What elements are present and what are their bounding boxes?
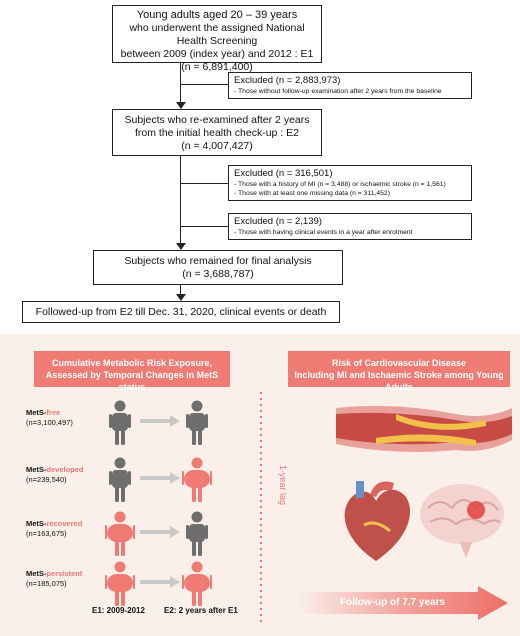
- arrow-icon: [176, 243, 186, 250]
- exclusion-box-3: Excluded (n = 2,139) - Those with having…: [228, 213, 472, 240]
- box1-line3: between 2009 (index year) and 2012 : E1: [120, 48, 314, 60]
- person-icon-e2: [182, 400, 212, 451]
- person-icon-e2: [181, 457, 213, 508]
- person-icon-e1: [104, 511, 136, 562]
- dotted-divider: [260, 392, 262, 622]
- brain-icon: [420, 484, 504, 558]
- flow-branch-1: [180, 84, 228, 85]
- box3-line2: (n = 3,688,787): [182, 268, 254, 280]
- left-banner-line2: Assessed by Temporal Changes in MetS sta…: [45, 370, 219, 392]
- flow-box-followup: Followed-up from E2 till Dec. 31, 2020, …: [22, 301, 340, 323]
- excl2-title: Excluded (n = 316,501): [234, 168, 333, 179]
- excl1-item: - Those without follow-up examination af…: [234, 88, 442, 95]
- gray-arrow-icon: [140, 575, 180, 593]
- group-label-developed: MetS-developed(n=239,540): [26, 465, 84, 484]
- right-banner-line2: Including MI and Ischaemic Stroke among …: [294, 370, 504, 392]
- person-icon-e1: [104, 561, 136, 612]
- box4-line1: Followed-up from E2 till Dec. 31, 2020, …: [35, 306, 327, 318]
- person-icon-e1: [105, 457, 135, 508]
- e1-label: E1: 2009-2012: [92, 606, 145, 615]
- left-banner: Cumulative Metabolic Risk Exposure, Asse…: [34, 351, 230, 392]
- flow-box-final: Subjects who remained for final analysis…: [93, 250, 343, 285]
- person-icon-e2: [182, 511, 212, 562]
- artery-illustration: [336, 406, 512, 452]
- box3-line1: Subjects who remained for final analysis: [124, 255, 312, 267]
- flow-connector-3: [180, 285, 181, 299]
- group-label-persistent: MetS-persistent(n=185,075): [26, 569, 83, 588]
- gray-arrow-icon: [140, 414, 180, 432]
- box2-line1: Subjects who re-examined after 2 years: [124, 114, 310, 126]
- excl2-item-2: - Those with at least one missing data (…: [234, 190, 390, 197]
- excl3-item: - Those with having clinical events in a…: [234, 229, 413, 236]
- gray-arrow-icon: [140, 471, 180, 489]
- flow-connector-2: [180, 156, 181, 248]
- right-banner-line1: Risk of Cardiovascular Disease: [331, 358, 467, 368]
- flow-branch-2: [180, 183, 228, 184]
- flow-branch-3: [180, 226, 228, 227]
- heart-icon: [344, 481, 411, 561]
- flow-box-screening: Young adults aged 20 – 39 years who unde…: [112, 5, 322, 73]
- group-label-recovered: MetS-recovered(n=163,675): [26, 519, 83, 538]
- excl2-item-1: - Those with a history of MI (n = 3,488)…: [234, 181, 446, 188]
- exclusion-box-1: Excluded (n = 2,883,973) - Those without…: [228, 72, 472, 99]
- box1-line1: Young adults aged 20 – 39 years: [136, 9, 298, 21]
- box2-line2: from the initial health check-up : E2: [134, 127, 299, 139]
- exclusion-box-2: Excluded (n = 316,501) - Those with a hi…: [228, 165, 472, 201]
- lag-label: 1-year lag: [278, 464, 289, 506]
- flow-box-reexamined: Subjects who re-examined after 2 years f…: [112, 109, 322, 156]
- arrow-icon: [176, 102, 186, 109]
- left-banner-line1: Cumulative Metabolic Risk Exposure,: [51, 358, 213, 368]
- gray-arrow-icon: [140, 525, 180, 543]
- box2-line3: (n = 4,007,427): [181, 140, 253, 152]
- right-banner: Risk of Cardiovascular Disease Including…: [288, 351, 510, 392]
- box1-line2: who underwent the assigned National Heal…: [129, 22, 305, 47]
- flow-connector-1: [180, 63, 181, 108]
- person-icon-e2: [181, 561, 213, 612]
- follow-up-arrow: [298, 586, 508, 620]
- box1-line4: (n = 6,891,400): [181, 61, 253, 73]
- e2-label: E2: 2 years after E1: [164, 606, 238, 615]
- excl3-title: Excluded (n = 2,139): [234, 216, 322, 227]
- person-icon-e1: [105, 400, 135, 451]
- excl1-title: Excluded (n = 2,883,973): [234, 75, 341, 86]
- follow-up-label: Follow-up of 7.7 years: [340, 597, 446, 608]
- arrow-icon: [176, 294, 186, 301]
- group-label-free: MetS-free(n=3,100,497): [26, 408, 73, 427]
